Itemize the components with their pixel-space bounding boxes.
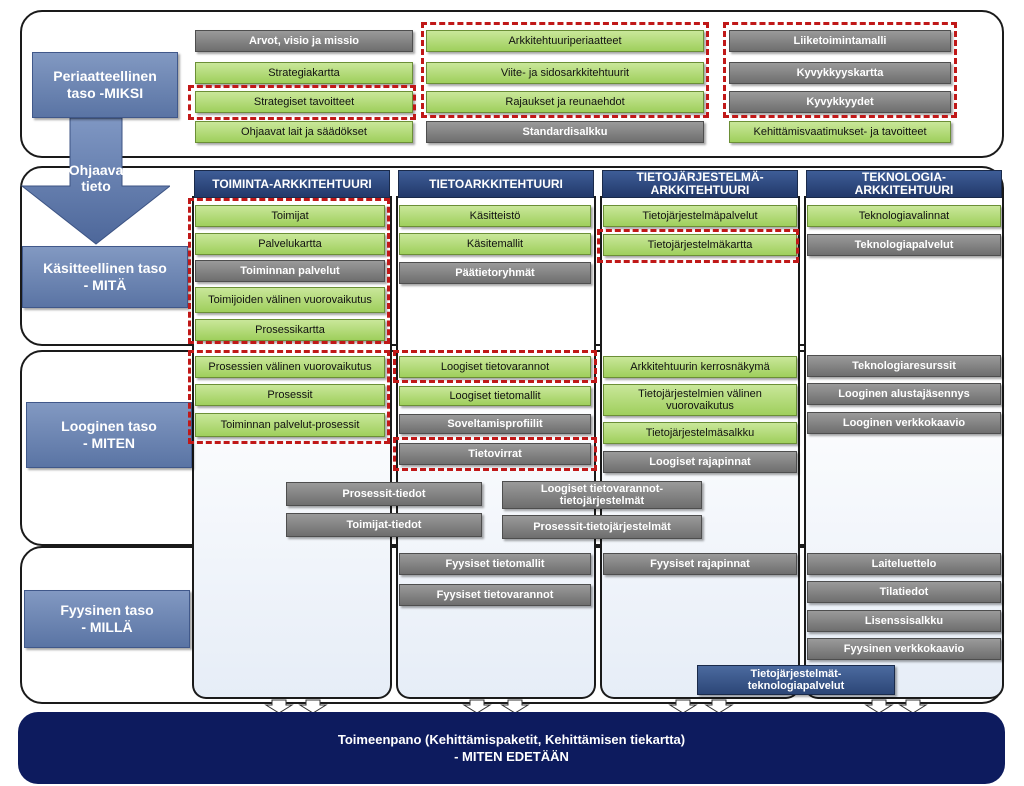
conceptual-item: Käsitteistö [399,205,591,227]
down-arrow-icon [20,118,170,245]
conceptual-item: Toiminnan palvelut [195,260,385,282]
arrow-label: Ohjaava tieto [68,162,124,194]
physical-item: Lisenssisalkku [807,610,1001,632]
conceptual-item: Tietojärjestelmäkartta [603,234,797,256]
highlight-frame [723,22,957,118]
principle-item: Ohjaavat lait ja säädökset [195,121,413,143]
physical-item: Fyysiset tietomallit [399,553,591,575]
conceptual-item: Käsitemallit [399,233,591,255]
logical-item: Looginen alustajäsennys [807,383,1001,405]
logical-item: Tietovirrat [399,443,591,465]
physical-item: Fyysiset rajapinnat [603,553,797,575]
logical-item: Looginen verkkokaavio [807,412,1001,434]
level-conceptual: Käsitteellinen taso - MITÄ [22,246,188,308]
physical-item: Fyysiset tietovarannot [399,584,591,606]
physical-item: Fyysinen verkkokaavio [807,638,1001,660]
principle-item: Arvot, visio ja missio [195,30,413,52]
principle-item: Arkkitehtuuriperiaatteet [426,30,704,52]
logical-item: Prosessit [195,384,385,406]
conceptual-item: Toimijat [195,205,385,227]
cross-item: Prosessit-tietojärjestelmät [502,515,702,539]
physical-item: Laiteluettelo [807,553,1001,575]
level-physical: Fyysinen taso - MILLÄ [24,590,190,648]
highlight-frame [393,350,597,383]
column-header-information: TIETOARKKITEHTUURI [398,170,594,198]
level-principle: Periaatteellinen taso -MIKSI [32,52,178,118]
highlight-frame [393,437,597,471]
principle-item: Kehittämisvaatimukset- ja tavoitteet [729,121,951,143]
down-arrows-icon [264,699,928,714]
column-system [600,196,800,699]
column-header-system: TIETOJÄRJESTELMÄ- ARKKITEHTUURI [602,170,798,198]
conceptual-item: Teknologiapalvelut [807,234,1001,256]
principle-item: Liiketoimintamalli [729,30,951,52]
cross-item: Toimijat-tiedot [286,513,482,537]
principle-item: Strategiakartta [195,62,413,84]
conceptual-item: Päätietoryhmät [399,262,591,284]
column-header-technology: TEKNOLOGIA- ARKKITEHTUURI [806,170,1002,198]
principle-item: Rajaukset ja reunaehdot [426,91,704,113]
cross-item: Prosessit-tiedot [286,482,482,506]
highlight-frame [188,85,416,120]
principle-item: Standardisalkku [426,121,704,143]
principle-item: Kyvykkyydet [729,91,951,113]
highlight-frame [188,198,390,344]
conceptual-item: Tietojärjestelmäpalvelut [603,205,797,227]
principle-item: Kyvykkyyskartta [729,62,951,84]
conceptual-item: Palvelukartta [195,233,385,255]
column-header-business: TOIMINTA-ARKKITEHTUURI [194,170,390,198]
principle-item: Viite- ja sidosarkkitehtuurit [426,62,704,84]
logical-item: Tietojärjestelmäsalkku [603,422,797,444]
logical-item: Loogiset tietomallit [399,386,591,406]
principle-item: Strategiset tavoitteet [195,91,413,113]
logical-item: Arkkitehtuurin kerrosnäkymä [603,356,797,378]
highlight-frame [421,22,709,118]
logical-item: Teknologiaresurssit [807,355,1001,377]
logical-item: Soveltamisprofiilit [399,414,591,434]
logical-item: Loogiset tietovarannot [399,356,591,378]
level-logical: Looginen taso - MITEN [26,402,192,468]
logical-item: Loogiset rajapinnat [603,451,797,473]
conceptual-item: Prosessikartta [195,319,385,341]
conceptual-item: Teknologiavalinnat [807,205,1001,227]
highlight-frame [188,350,390,444]
logical-item: Prosessien välinen vuorovaikutus [195,356,385,378]
cross-item: Loogiset tietovarannot- tietojärjestelmä… [502,481,702,509]
execution-bar: Toimeenpano (Kehittämispaketit, Kehittäm… [18,712,1005,784]
highlight-frame [597,229,799,263]
logical-item: Tietojärjestelmien välinen vuorovaikutus [603,384,797,416]
logical-item: Toiminnan palvelut-prosessit [195,413,385,437]
system-technology-services: Tietojärjestelmät- teknologiapalvelut [697,665,895,695]
conceptual-item: Toimijoiden välinen vuorovaikutus [195,287,385,313]
physical-item: Tilatiedot [807,581,1001,603]
